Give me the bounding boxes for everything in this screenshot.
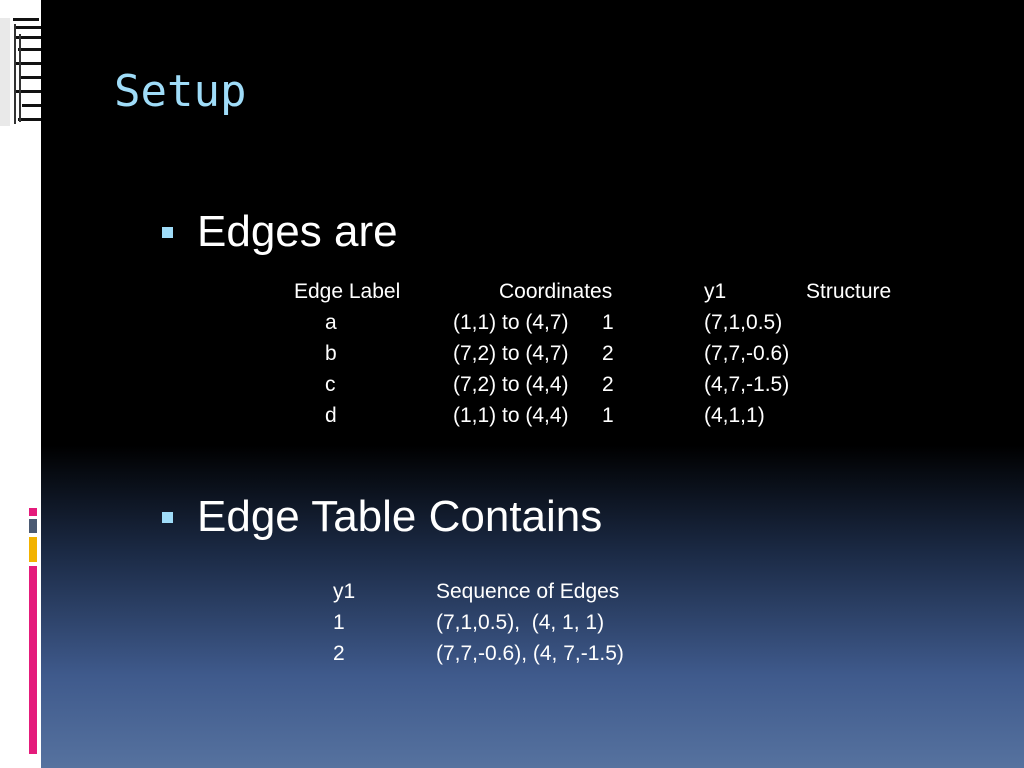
page-stack-icon: [0, 18, 41, 128]
row-d-coordinates: (1,1) to (4,4): [453, 404, 569, 427]
header-edge-label: Edge Label: [294, 280, 401, 303]
row-a-y1: 1: [602, 311, 614, 334]
row-a-coordinates: (1,1) to (4,7): [453, 311, 569, 334]
header-structure: Structure: [806, 280, 892, 303]
left-decor-strip: [0, 0, 41, 768]
row-a-label: a: [325, 311, 337, 334]
row-a-structure: (7,1,0.5): [704, 311, 783, 334]
bullet-text: Edge Table Contains: [197, 492, 603, 541]
bullet-square-icon: [162, 226, 173, 238]
row-c-coordinates: (7,2) to (4,4): [453, 373, 569, 396]
slide-title: Setup: [114, 66, 247, 117]
header-y1: y1: [333, 580, 356, 603]
header-y1: y1: [704, 280, 727, 303]
row-d-label: d: [325, 404, 337, 427]
row-b-label: b: [325, 342, 337, 365]
header-sequence-of-edges: Sequence of Edges: [436, 580, 620, 603]
row-c-y1: 2: [602, 373, 614, 396]
bullet-edges-are: Edges are: [162, 210, 398, 254]
row-b-structure: (7,7,-0.6): [704, 342, 790, 365]
row-b-y1: 2: [602, 342, 614, 365]
row-2-sequence: (7,7,-0.6), (4, 7,-1.5): [436, 642, 624, 665]
bullet-square-icon: [162, 511, 173, 523]
row-c-structure: (4,7,-1.5): [704, 373, 790, 396]
row-2-y1: 2: [333, 642, 345, 665]
accent-bar-pink-small: [29, 508, 37, 516]
row-d-structure: (4,1,1): [704, 404, 765, 427]
row-c-label: c: [325, 373, 336, 396]
bullet-edge-table-contains: Edge Table Contains: [162, 495, 602, 539]
accent-bar-slate: [29, 519, 37, 533]
accent-bar-pink-long: [29, 566, 37, 754]
row-1-y1: 1: [333, 611, 345, 634]
bullet-text: Edges are: [197, 207, 398, 256]
accent-bar-yellow: [29, 537, 37, 562]
row-b-coordinates: (7,2) to (4,7): [453, 342, 569, 365]
row-d-y1: 1: [602, 404, 614, 427]
header-coordinates: Coordinates: [499, 280, 613, 303]
row-1-sequence: (7,1,0.5), (4, 1, 1): [436, 611, 605, 634]
